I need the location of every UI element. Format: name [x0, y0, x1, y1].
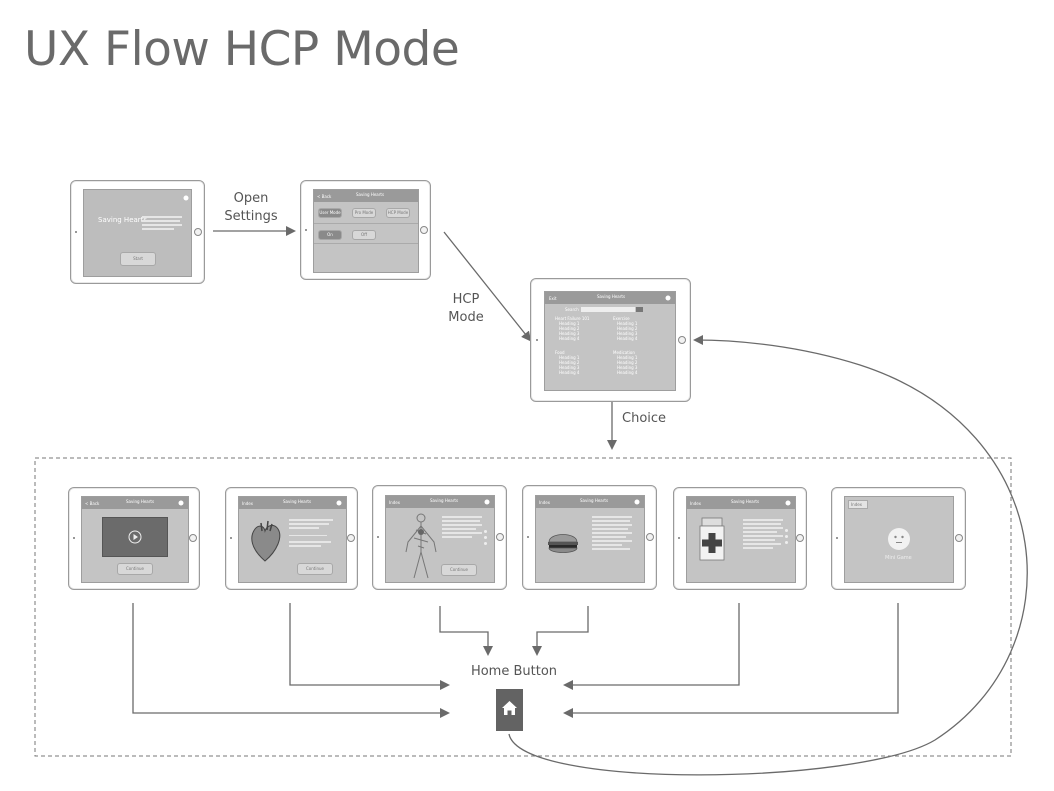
home-button[interactable] — [496, 689, 523, 731]
arrow-medication-home — [563, 603, 740, 690]
radio-option[interactable] — [484, 536, 487, 539]
index-button[interactable]: Index — [539, 500, 551, 505]
label-open-settings: Open Settings — [224, 191, 278, 225]
label-choice: Choice — [622, 411, 667, 426]
brand-logo: Saving Hearts — [580, 498, 609, 503]
back-button[interactable]: < Back — [85, 501, 100, 506]
hcp-menu-screen: Exit Saving Hearts Search Heart Failure … — [544, 291, 676, 391]
tablet-food: Index Saving Hearts — [522, 485, 657, 590]
food-screen: Index Saving Hearts — [535, 495, 645, 583]
page-title: UX Flow HCP Mode — [24, 22, 460, 77]
arrow-game-home — [563, 603, 899, 718]
arrow-anatomy-home — [439, 606, 493, 656]
pill-bottle-illustration — [699, 517, 725, 561]
toggle-off[interactable]: Off — [352, 230, 376, 240]
settings-screen: < Back Saving Hearts User Mode Pro Mode … — [313, 189, 419, 273]
gear-icon[interactable] — [785, 500, 791, 506]
mini-game-screen: Index Mini Game — [844, 496, 954, 583]
tablet-heart-quiz: Index Saving Hearts Continue — [225, 487, 358, 590]
circulatory-system-illustration — [405, 513, 437, 579]
section-heart-failure: Heart Failure 101 Heading 1 Heading 2 He… — [555, 316, 590, 341]
section-medication: Medication Heading 1 Heading 2 Heading 3… — [613, 350, 638, 375]
back-button[interactable]: < Back — [317, 194, 332, 199]
tablet-mini-game: Index Mini Game — [831, 487, 966, 590]
arrow-video-home — [132, 603, 450, 718]
gear-icon[interactable] — [634, 499, 640, 505]
search-label: Search — [565, 307, 579, 312]
arrow-hcp-mode — [443, 231, 532, 342]
continue-button[interactable]: Continue — [441, 564, 477, 576]
start-button[interactable]: Start — [120, 252, 156, 266]
section-exercise: Exercise Heading 1 Heading 2 Heading 3 H… — [613, 316, 638, 341]
tablet-video: < Back Saving Hearts Continue — [68, 487, 200, 590]
continue-button[interactable]: Continue — [117, 563, 153, 575]
index-button[interactable]: Index — [389, 500, 401, 505]
smiley-icon[interactable] — [887, 527, 911, 551]
label-hcp-mode: HCP Mode — [448, 292, 484, 326]
exit-button[interactable]: Exit — [549, 296, 557, 301]
radio-option[interactable] — [484, 530, 487, 533]
play-icon[interactable] — [128, 530, 142, 544]
arrow-food-home — [532, 606, 589, 656]
tablet-hcp-menu: Exit Saving Hearts Search Heart Failure … — [530, 278, 691, 402]
start-screen: Saving Hearts Start — [83, 189, 192, 277]
search-button[interactable] — [636, 307, 643, 312]
gear-icon[interactable] — [178, 500, 184, 506]
section-food: Food Heading 1 Heading 2 Heading 3 Headi… — [555, 350, 580, 375]
brand-logo: Saving Hearts — [356, 192, 385, 197]
tablet-medication: Index Saving Hearts — [673, 487, 807, 590]
index-button[interactable]: Index — [690, 501, 702, 506]
heart-illustration — [251, 520, 281, 562]
video-screen: < Back Saving Hearts Continue — [81, 496, 189, 583]
index-button[interactable]: Index — [242, 501, 254, 506]
radio-option[interactable] — [785, 541, 788, 544]
tablet-start: Saving Hearts Start — [70, 180, 205, 284]
gear-icon[interactable] — [336, 500, 342, 506]
gear-icon[interactable] — [665, 295, 671, 301]
gear-icon[interactable] — [183, 195, 189, 201]
video-player[interactable] — [102, 517, 168, 557]
hcp-mode-option[interactable]: HCP Mode — [386, 208, 410, 218]
continue-button[interactable]: Continue — [297, 563, 333, 575]
brand-logo: Saving Hearts — [731, 499, 760, 504]
brand-logo: Saving Hearts — [430, 498, 459, 503]
heart-quiz-screen: Index Saving Hearts Continue — [238, 496, 347, 583]
brand-logo: Saving Hearts — [126, 499, 155, 504]
anatomy-screen: Index Saving Hearts Continue — [385, 495, 495, 583]
medication-screen: Index Saving Hearts — [686, 496, 796, 583]
radio-option[interactable] — [785, 529, 788, 532]
arrow-quiz-home — [289, 603, 450, 690]
tablet-settings: < Back Saving Hearts User Mode Pro Mode … — [300, 180, 431, 280]
home-icon — [502, 701, 517, 715]
search-input[interactable] — [581, 307, 635, 312]
gear-icon[interactable] — [484, 499, 490, 505]
radio-option[interactable] — [785, 535, 788, 538]
toggle-on[interactable]: On — [318, 230, 342, 240]
label-home-button: Home Button — [470, 664, 558, 679]
radio-option[interactable] — [484, 542, 487, 545]
pro-mode-option[interactable]: Pro Mode — [352, 208, 376, 218]
brand-logo: Saving Hearts — [98, 216, 148, 224]
brand-logo: Saving Hearts — [597, 294, 626, 299]
user-mode-option[interactable]: User Mode — [318, 208, 342, 218]
brand-logo: Saving Hearts — [283, 499, 312, 504]
tablet-anatomy: Index Saving Hearts Continue — [372, 485, 507, 590]
burger-illustration — [548, 534, 578, 553]
mini-game-caption: Mini Game — [885, 555, 912, 561]
arrow-return-menu — [508, 335, 1028, 776]
index-button[interactable]: Index — [848, 500, 868, 509]
